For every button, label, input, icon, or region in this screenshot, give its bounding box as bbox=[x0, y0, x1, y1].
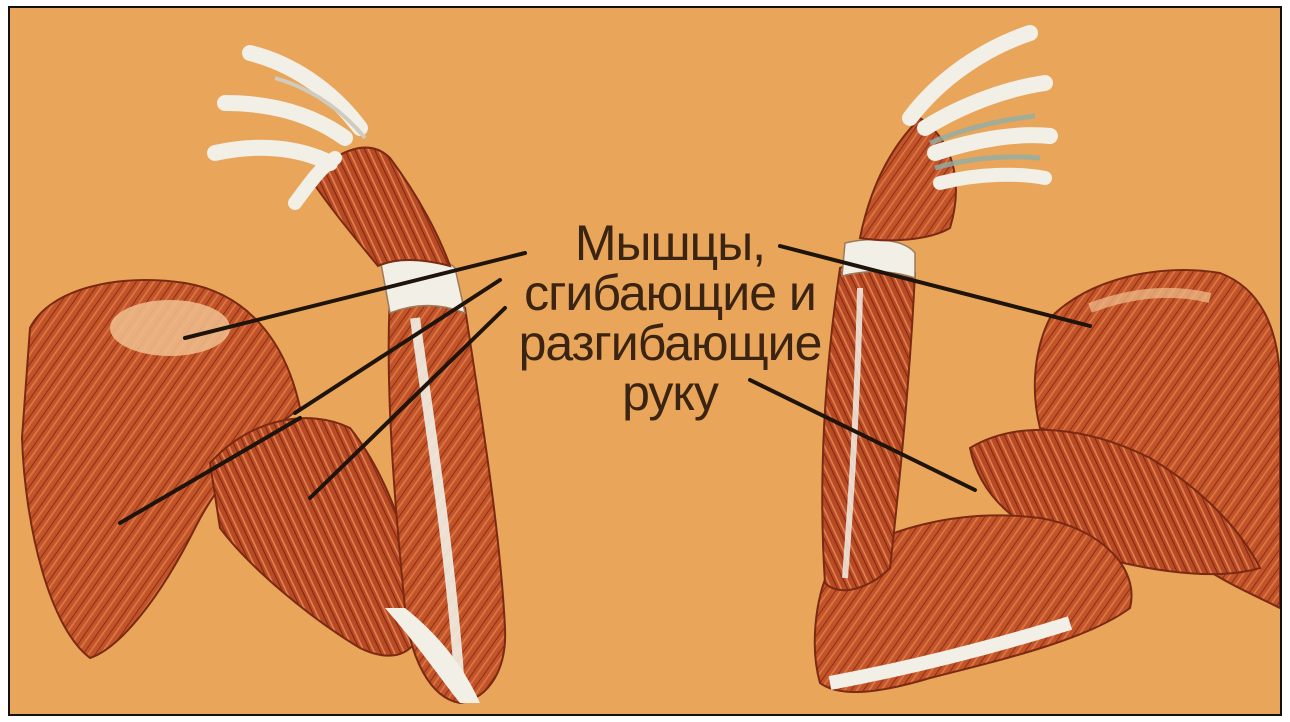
label-line-3: разгибающие bbox=[490, 318, 850, 368]
illustration-frame: Мышцы, сгибающие и разгибающие руку bbox=[8, 6, 1282, 716]
muscle-label: Мышцы, сгибающие и разгибающие руку bbox=[490, 218, 850, 418]
right-arm bbox=[815, 33, 1280, 692]
label-line-2: сгибающие и bbox=[490, 268, 850, 318]
label-line-1: Мышцы, bbox=[490, 218, 850, 268]
label-line-4: руку bbox=[490, 368, 850, 418]
